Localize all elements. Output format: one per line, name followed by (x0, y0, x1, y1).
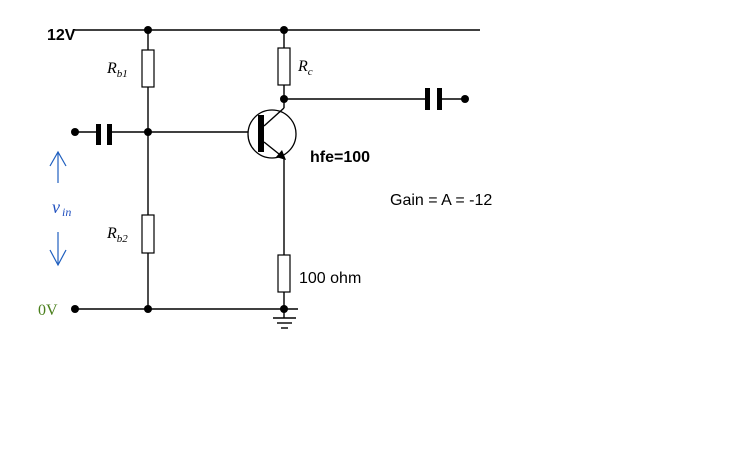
input-capacitor-plate-a (96, 124, 101, 145)
gain-label: Gain = A = -12 (390, 192, 492, 209)
junction-dot (280, 305, 288, 313)
rb1-label: Rb1 (106, 60, 128, 80)
ground-icon (273, 317, 296, 329)
npn-transistor (247, 107, 297, 160)
vin-up-arrow-icon (49, 150, 67, 183)
rc-resistor (277, 47, 291, 86)
junction-dot (280, 26, 288, 34)
ground-label: 0V (38, 302, 58, 319)
rc-label: Rc (297, 58, 313, 78)
junction-dot (144, 26, 152, 34)
output-capacitor-plate-a (425, 88, 430, 110)
emitter-resistor (277, 254, 291, 293)
supply-label: 12V (47, 27, 76, 44)
junction-dot (144, 128, 152, 136)
rb2-resistor (141, 214, 155, 254)
input-terminal (71, 128, 79, 136)
input-capacitor-plate-b (107, 124, 112, 145)
output-terminal (461, 95, 469, 103)
junction-dot (144, 305, 152, 313)
ground-terminal (71, 305, 79, 313)
vin-down-arrow-icon (49, 232, 67, 267)
emitter-resistor-label: 100 ohm (299, 270, 361, 287)
hfe-label: hfe=100 (310, 149, 370, 166)
junction-dot (280, 95, 288, 103)
output-capacitor-plate-b (437, 88, 442, 110)
rb1-resistor (141, 49, 155, 88)
rb2-label: Rb2 (106, 225, 128, 245)
